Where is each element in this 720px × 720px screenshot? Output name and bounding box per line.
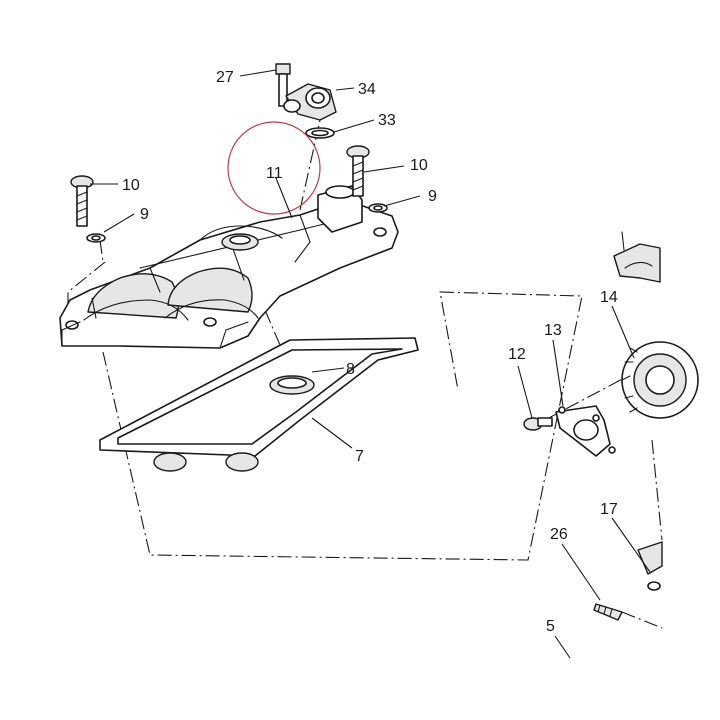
label-34: 34	[358, 81, 376, 98]
label-11: 11	[266, 165, 283, 182]
cylinder-head-cover	[59, 185, 399, 349]
camshaft-support	[613, 231, 661, 283]
leader-lines	[90, 69, 651, 659]
label-9-left: 9	[140, 206, 149, 223]
label-5: 5	[546, 618, 555, 635]
label-17: 17	[600, 501, 618, 518]
pin-17	[637, 541, 663, 591]
label-10-left: 10	[122, 177, 140, 194]
assembly-lines	[67, 119, 663, 629]
label-14: 14	[600, 289, 618, 306]
bolt-27	[275, 63, 291, 107]
bolt-10-left	[70, 175, 106, 243]
label-9-right: 9	[428, 188, 437, 205]
cam-sprocket-14	[621, 341, 699, 419]
label-12: 12	[508, 346, 526, 363]
label-8: 8	[346, 361, 355, 378]
label-27: 27	[216, 69, 234, 86]
cover-plate-13	[555, 405, 616, 457]
label-26: 26	[550, 526, 568, 543]
label-10-right: 10	[410, 157, 428, 174]
bolt-10-right	[346, 145, 388, 213]
cover-gasket	[99, 337, 419, 472]
stud-26	[593, 603, 623, 621]
label-13: 13	[544, 322, 562, 339]
label-7: 7	[355, 448, 364, 465]
breather-fitting-34	[283, 83, 337, 121]
highlight-circle	[227, 121, 321, 215]
seal-ring-8	[269, 375, 315, 395]
callout-labels: 27 34 33 11 10 9 10 9 14 13 12 8 7 17 26…	[122, 69, 618, 635]
label-33: 33	[378, 112, 396, 129]
o-ring-33	[305, 127, 335, 139]
bolt-12	[523, 417, 553, 431]
